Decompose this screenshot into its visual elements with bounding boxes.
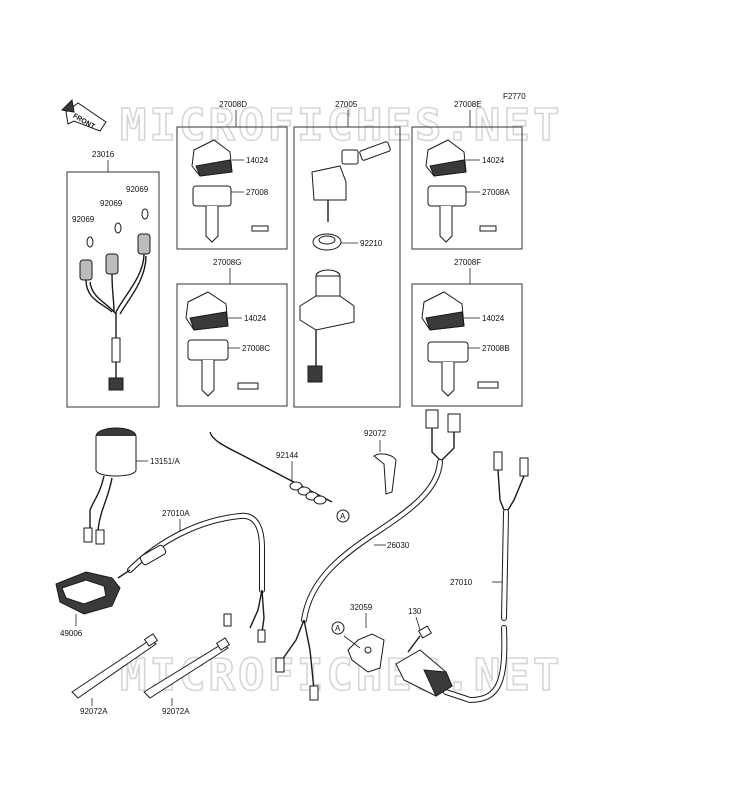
box-27008D (176, 126, 288, 250)
bolt-130-icon (407, 625, 433, 653)
label-130: 130 (408, 607, 422, 616)
boot-49006-icon (55, 571, 121, 615)
label-14024-c: 14024 (244, 314, 267, 323)
front-arrow-icon: FRONT (60, 98, 107, 132)
knob-14024-icon (421, 291, 465, 331)
label-27008C: 27008C (242, 344, 270, 353)
label-27008E: 27008E (454, 100, 482, 109)
cable-27010A-icon (117, 512, 266, 643)
box-27008E (411, 126, 523, 250)
label-13151A: 13151/A (150, 457, 180, 466)
label-92069-b: 92069 (100, 199, 123, 208)
callout-a-circle (336, 509, 350, 523)
cable-27010-icon (443, 451, 529, 704)
callout-a-1: A (340, 512, 346, 521)
label-32059: 32059 (350, 603, 373, 612)
label-27008A: 27008A (482, 188, 510, 197)
knob-14024-icon (191, 139, 233, 177)
harness-26030-icon (275, 409, 461, 701)
nut-92210-icon (312, 233, 342, 251)
figure-code: F2770 (503, 92, 526, 101)
label-92210: 92210 (360, 239, 383, 248)
cable-92144-icon (209, 431, 333, 505)
tie-92072A-icon (71, 633, 231, 699)
label-27005: 27005 (335, 100, 358, 109)
label-92072A-b: 92072A (162, 707, 190, 716)
watermark-bottom: MICROFICHES.NET (120, 650, 562, 701)
knob-14024-icon (185, 291, 229, 331)
label-27008D: 27008D (219, 100, 247, 109)
label-14024-d: 14024 (482, 314, 505, 323)
ignition-key-icon (311, 141, 391, 222)
label-92072A-a: 92072A (80, 707, 108, 716)
box-27008F (411, 283, 523, 407)
bulb-92069-icon (86, 208, 149, 248)
label-49006: 49006 (60, 629, 83, 638)
label-23016: 23016 (92, 150, 115, 159)
label-92072: 92072 (364, 429, 387, 438)
box-23016 (66, 171, 160, 408)
callout-a-circle (331, 621, 345, 635)
callout-a-2: A (335, 624, 341, 633)
key-27008C-icon (187, 339, 229, 397)
label-27008B: 27008B (482, 344, 510, 353)
label-27008G: 27008G (213, 258, 241, 267)
switch-13151A-icon (83, 427, 137, 545)
ignition-switch-icon (299, 269, 355, 383)
label-27010A: 27010A (162, 509, 190, 518)
knob-14024-icon (425, 139, 467, 177)
watermark-top: MICROFICHES.NET (120, 100, 562, 151)
label-14024-b: 14024 (482, 156, 505, 165)
bracket-32059-icon (347, 633, 385, 673)
label-92144: 92144 (276, 451, 299, 460)
key-27008-icon (192, 185, 232, 243)
label-27008: 27008 (246, 188, 269, 197)
key-27008A-icon (427, 185, 467, 243)
label-92069-c: 92069 (72, 215, 95, 224)
label-27008F: 27008F (454, 258, 481, 267)
key-27008B-icon (427, 341, 469, 397)
box-27005 (293, 126, 401, 408)
label-14024-a: 14024 (246, 156, 269, 165)
label-27010: 27010 (450, 578, 473, 587)
sensor-icon (395, 649, 453, 697)
label-26030: 26030 (387, 541, 410, 550)
box-27008G (176, 283, 288, 407)
strap-92072-icon (373, 453, 397, 495)
label-92069-a: 92069 (126, 185, 149, 194)
harness-23016-icon (79, 233, 151, 391)
